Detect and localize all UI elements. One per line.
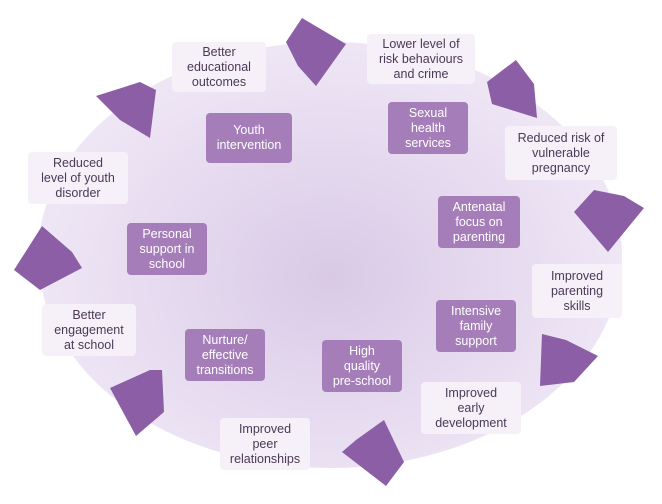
outcome-better-engagement-at-school: Better engagement at school [42,304,136,356]
arrow-down-icon [487,60,537,118]
outcome-lower-risk-behaviours: Lower level of risk behaviours and crime [367,34,475,84]
intervention-youth-intervention: Youth intervention [206,113,292,163]
intervention-personal-support-in-school: Personal support in school [127,223,207,275]
arrow-left-icon [342,420,404,486]
arrow-down-left-icon [540,334,598,386]
outcome-reduced-youth-disorder: Reduced level of youth disorder [28,152,128,204]
outcome-better-educational-outcomes: Better educational outcomes [172,42,266,92]
outcome-reduced-risk-vulnerable-pregnancy: Reduced risk of vulnerable pregnancy [505,126,617,180]
arrow-up-left-icon [110,370,164,436]
arrow-up-right-icon [96,82,156,138]
arrow-down-icon [574,190,644,252]
arrow-up-icon [14,226,82,290]
outcome-improved-early-development: Improved early development [421,382,521,434]
outcome-improved-parenting-skills: Improved parenting skills [532,264,622,318]
intervention-nurture-effective-transitions: Nurture/ effective transitions [185,329,265,381]
outcome-improved-peer-relationships: Improved peer relationships [220,418,310,470]
intervention-sexual-health-services: Sexual health services [388,102,468,154]
arrow-right-icon [286,18,346,86]
intervention-high-quality-preschool: High quality pre-school [322,340,402,392]
intervention-intensive-family-support: Intensive family support [436,300,516,352]
intervention-antenatal-focus-parenting: Antenatal focus on parenting [438,196,520,248]
